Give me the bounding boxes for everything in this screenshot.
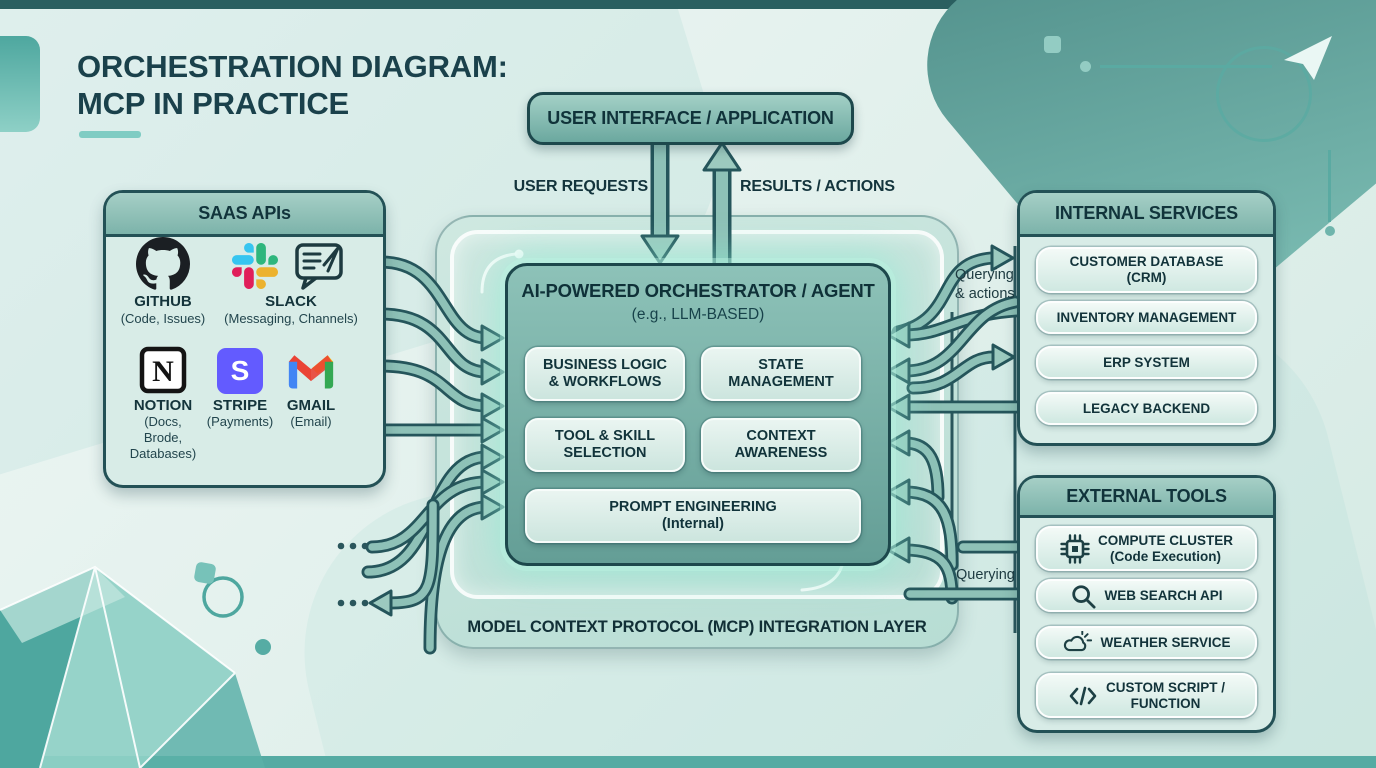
dot-decor [1080,61,1091,72]
module-context-awareness: CONTEXT AWARENESS [701,418,861,472]
saas-panel-title: SAAS APIs [106,193,383,237]
service-sub-gmail: (Email) [290,414,332,429]
service-name-github: GITHUB [134,293,192,310]
external-item-compute: COMPUTE CLUSTER (Code Execution) [1036,526,1257,571]
page-title: ORCHESTRATION DIAGRAM: MCP IN PRACTICE [77,48,508,122]
orchestrator-subtitle: (e.g., LLM-BASED) [631,306,765,323]
notion-icon: N [139,346,187,394]
ui-orchestrator-arrows [640,141,742,265]
code-icon [1068,683,1098,709]
module-business-logic: BUSINESS LOGIC & WORKFLOWS [525,347,685,401]
square-dot-decor [1044,36,1061,53]
external-item-label: COMPUTE CLUSTER (Code Execution) [1098,532,1233,564]
external-item-label: WEB SEARCH API [1104,587,1223,603]
chat-message-icon [295,243,343,290]
github-icon [136,237,190,290]
service-name-notion: NOTION [133,397,193,414]
bottom-accent-bar [0,756,1376,768]
external-item-websearch: WEB SEARCH API [1036,579,1257,612]
querying-actions-label: Querying & actions [955,267,1015,302]
paper-plane-icon [1284,36,1332,80]
mcp-layer-label: MODEL CONTEXT PROTOCOL (MCP) INTEGRATION… [467,618,927,636]
internal-item-erp: ERP SYSTEM [1036,346,1257,379]
module-tool-skill-selection: TOOL & SKILL SELECTION [525,418,685,472]
internal-panel-title: INTERNAL SERVICES [1020,193,1273,237]
svg-text:N: N [152,355,174,388]
page-title-line1: ORCHESTRATION DIAGRAM: [77,49,508,84]
stripe-icon: S [217,348,263,394]
service-name-slack: SLACK [265,293,317,310]
internal-item-crm: CUSTOMER DATABASE (CRM) [1036,247,1257,293]
mcp-inner-ring [450,230,944,599]
saas-apis-panel: SAAS APIs GITHUB (Code, Issues) SLACK (M… [103,190,386,488]
orchestrator-node: AI-POWERED ORCHESTRATOR / AGENT (e.g., L… [505,263,891,566]
chip-icon [1060,533,1090,564]
saas-to-orchestrator-arrows [337,255,505,655]
gmail-icon [288,355,334,389]
external-item-label: WEATHER SERVICE [1100,634,1231,650]
weather-icon [1062,630,1093,655]
internal-services-panel: INTERNAL SERVICES CUSTOMER DATABASE (CRM… [1017,190,1276,446]
orchestrator-right-arrows [886,244,1047,605]
internal-item-inventory: INVENTORY MANAGEMENT [1036,301,1257,334]
line-decor [1100,65,1272,68]
external-tools-panel: EXTERNAL TOOLS COMPUTE CLUSTER (Code Exe… [1017,475,1276,733]
user-interface-label: USER INTERFACE / APPLICATION [547,108,834,128]
user-requests-label: USER REQUESTS [513,178,649,195]
circle-outline-decor [1216,46,1312,142]
external-item-customscript: CUSTOM SCRIPT / FUNCTION [1036,673,1257,718]
line-decor [1328,150,1331,222]
slack-icon [232,243,278,289]
service-sub-notion: (Docs, Brode, Databases) [129,414,197,461]
corner-square-decor [0,36,40,132]
lowpoly-gem-decor [0,562,271,768]
user-interface-node: USER INTERFACE / APPLICATION [527,92,854,145]
service-sub-stripe: (Payments) [206,414,274,429]
results-actions-label: RESULTS / ACTIONS [740,178,895,195]
external-panel-title: EXTERNAL TOOLS [1020,478,1273,518]
external-item-weather: WEATHER SERVICE [1036,626,1257,659]
title-underline [79,131,141,138]
page-title-line2: MCP IN PRACTICE [77,86,350,121]
module-prompt-engineering: PROMPT ENGINEERING (Internal) [525,489,861,543]
dot-decor [1325,226,1335,236]
search-icon [1070,583,1097,609]
service-name-gmail: GMAIL [286,397,336,414]
service-name-stripe: STRIPE [212,397,268,414]
service-sub-slack: (Messaging, Channels) [224,311,358,326]
top-accent-bar [0,0,1376,9]
internal-item-legacy: LEGACY BACKEND [1036,392,1257,425]
orchestrator-title: AI-POWERED ORCHESTRATOR / AGENT [521,280,875,301]
service-sub-github: (Code, Issues) [120,311,206,326]
external-item-label: CUSTOM SCRIPT / FUNCTION [1105,679,1225,711]
module-state-management: STATE MANAGEMENT [701,347,861,401]
querying-label: Querying [956,567,1015,583]
